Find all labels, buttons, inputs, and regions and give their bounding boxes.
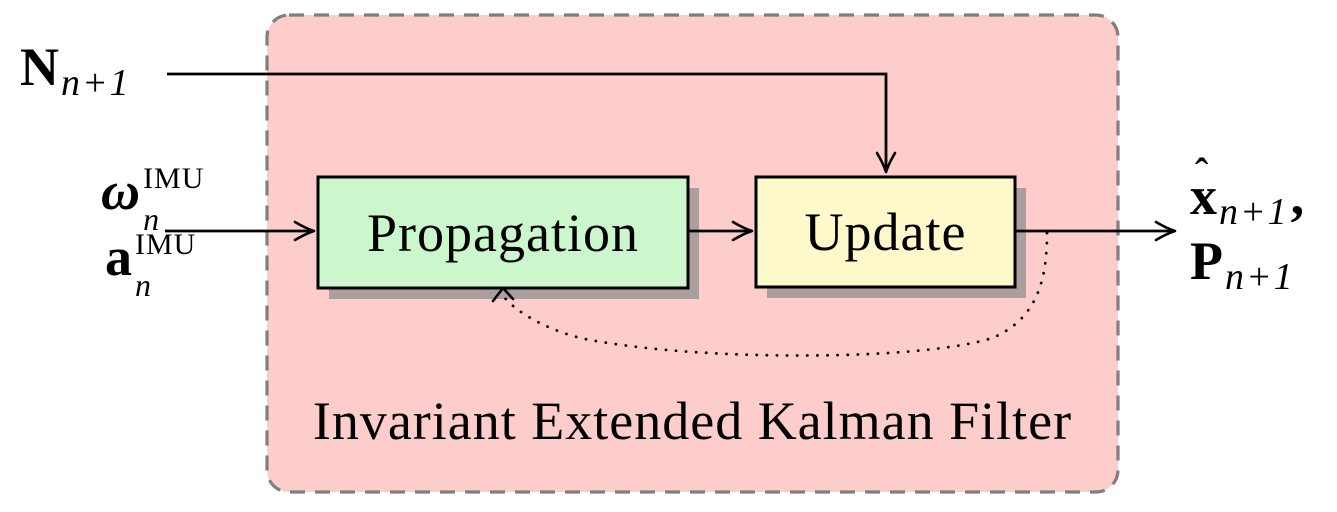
update-block-label: Update <box>804 202 967 262</box>
state-hat-accent: ˆ <box>1195 150 1209 195</box>
accel-superscript: IMU <box>135 228 197 261</box>
gyro-symbol: ω <box>101 161 141 221</box>
gyro-superscript: IMU <box>143 162 205 195</box>
accel-input-label: a IMU n <box>105 227 197 303</box>
propagation-block-label: Propagation <box>367 202 639 263</box>
covariance-output-label: P n+1 <box>1190 231 1295 296</box>
accel-symbol: a <box>105 227 132 287</box>
accel-subscript: n <box>135 267 151 303</box>
noise-symbol: N <box>20 37 59 97</box>
feedback-arrowhead <box>491 286 515 303</box>
covariance-subscript: n+1 <box>1225 255 1295 298</box>
noise-input-arrow <box>167 72 897 174</box>
state-symbol: x <box>1190 166 1217 226</box>
state-subscript: n+1 <box>1219 190 1289 233</box>
gyro-scripts: IMU n <box>143 162 205 237</box>
accel-scripts: IMU n <box>135 228 197 303</box>
gyro-input-label: ω IMU n <box>101 161 205 237</box>
state-output-label: x ˆ n+1 , <box>1190 153 1305 231</box>
iekf-container-label: Invariant Extended Kalman Filter <box>312 391 1073 451</box>
propagation-block <box>316 175 690 290</box>
noise-subscript: n+1 <box>61 61 131 104</box>
state-suffix: , <box>1290 166 1305 226</box>
state-symbol-wrap: x ˆ <box>1190 153 1217 226</box>
noise-input-label: N n+1 <box>20 37 131 102</box>
covariance-symbol: P <box>1190 231 1223 291</box>
gyro-subscript: n <box>143 201 160 237</box>
